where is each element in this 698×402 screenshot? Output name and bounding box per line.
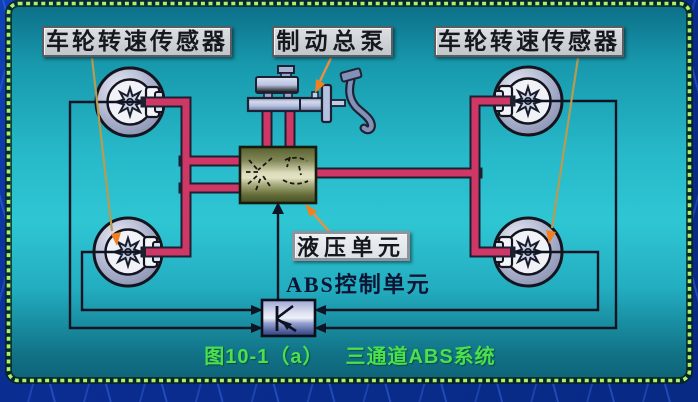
figure-number: 图10-1（a） [204, 346, 324, 368]
figure-title: 三通道ABS系统 [345, 346, 496, 368]
label-wheel-speed-sensor-right: 车轮转速传感器 [434, 26, 624, 57]
figure-caption: 图10-1（a） 三通道ABS系统 [168, 345, 532, 369]
label-wheel-speed-sensor-left: 车轮转速传感器 [42, 26, 232, 57]
label-abs-control-unit: ABS控制单元 [286, 272, 431, 297]
diagram-panel [10, 5, 687, 378]
label-brake-master-cylinder: 制动总泵 [272, 26, 393, 57]
label-hydraulic-unit: 液压单元 [292, 231, 410, 261]
